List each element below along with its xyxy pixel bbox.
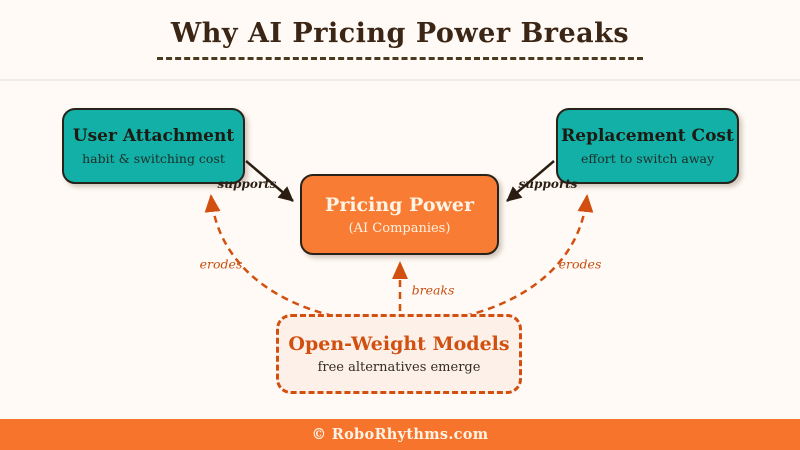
node-pricing-power-subtitle: (AI Companies) <box>348 220 451 236</box>
page-title: Why AI Pricing Power Breaks <box>170 18 630 49</box>
node-open-weight-models: Open-Weight Models free alternatives eme… <box>276 314 522 394</box>
node-replacement-cost: Replacement Cost effort to switch away <box>556 108 739 184</box>
node-user-attachment: User Attachment habit & switching cost <box>62 108 245 184</box>
edge-label-supports-left: supports <box>217 177 277 191</box>
title-dashed-underline <box>157 57 643 60</box>
node-user-attachment-title: User Attachment <box>72 126 235 146</box>
footer-copyright-text: © RoboRhythms.com <box>311 426 489 443</box>
edge-label-erodes-right: erodes <box>558 256 602 272</box>
node-pricing-power-title: Pricing Power <box>325 193 474 216</box>
node-replacement-cost-subtitle: effort to switch away <box>580 151 715 166</box>
node-open-weight-models-subtitle: free alternatives emerge <box>317 360 481 375</box>
node-replacement-cost-title: Replacement Cost <box>561 126 734 146</box>
edge-label-breaks: breaks <box>411 282 455 298</box>
footer-bar: © RoboRhythms.com <box>0 419 800 450</box>
edge-label-erodes-left: erodes <box>199 256 243 272</box>
edge-label-supports-right: supports <box>518 177 578 191</box>
node-user-attachment-subtitle: habit & switching cost <box>82 151 225 166</box>
node-open-weight-models-title: Open-Weight Models <box>288 333 510 355</box>
node-pricing-power: Pricing Power (AI Companies) <box>300 174 499 255</box>
header-divider-line <box>0 79 800 81</box>
